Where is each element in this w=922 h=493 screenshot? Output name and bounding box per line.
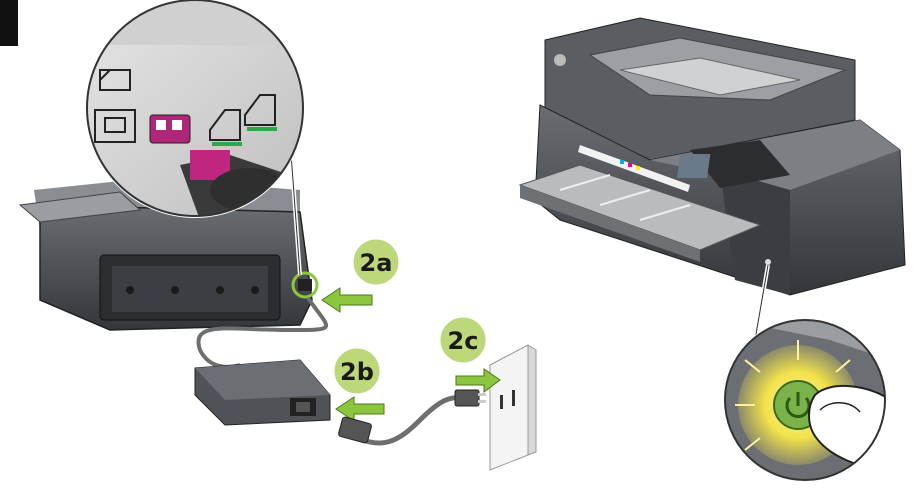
step-2a-badge: 2a <box>350 236 402 288</box>
power-icon <box>785 392 811 418</box>
step-2c-label: 2c <box>448 327 479 355</box>
step-2b-badge: 2b <box>331 345 383 397</box>
arrow-right-icon <box>321 287 373 313</box>
arrow-right-icon <box>455 368 501 393</box>
corner-tab <box>0 0 18 46</box>
step-2a-label: 2a <box>360 249 393 277</box>
power-button-zoom <box>723 318 887 482</box>
wall-outlet <box>489 344 537 471</box>
step-2c-badge: 2c <box>437 314 489 366</box>
rear-printer <box>18 178 319 331</box>
step-2b-label: 2b <box>340 358 374 386</box>
front-printer <box>518 17 906 296</box>
power-adapter <box>194 359 331 426</box>
arrow-left-icon <box>335 396 385 422</box>
